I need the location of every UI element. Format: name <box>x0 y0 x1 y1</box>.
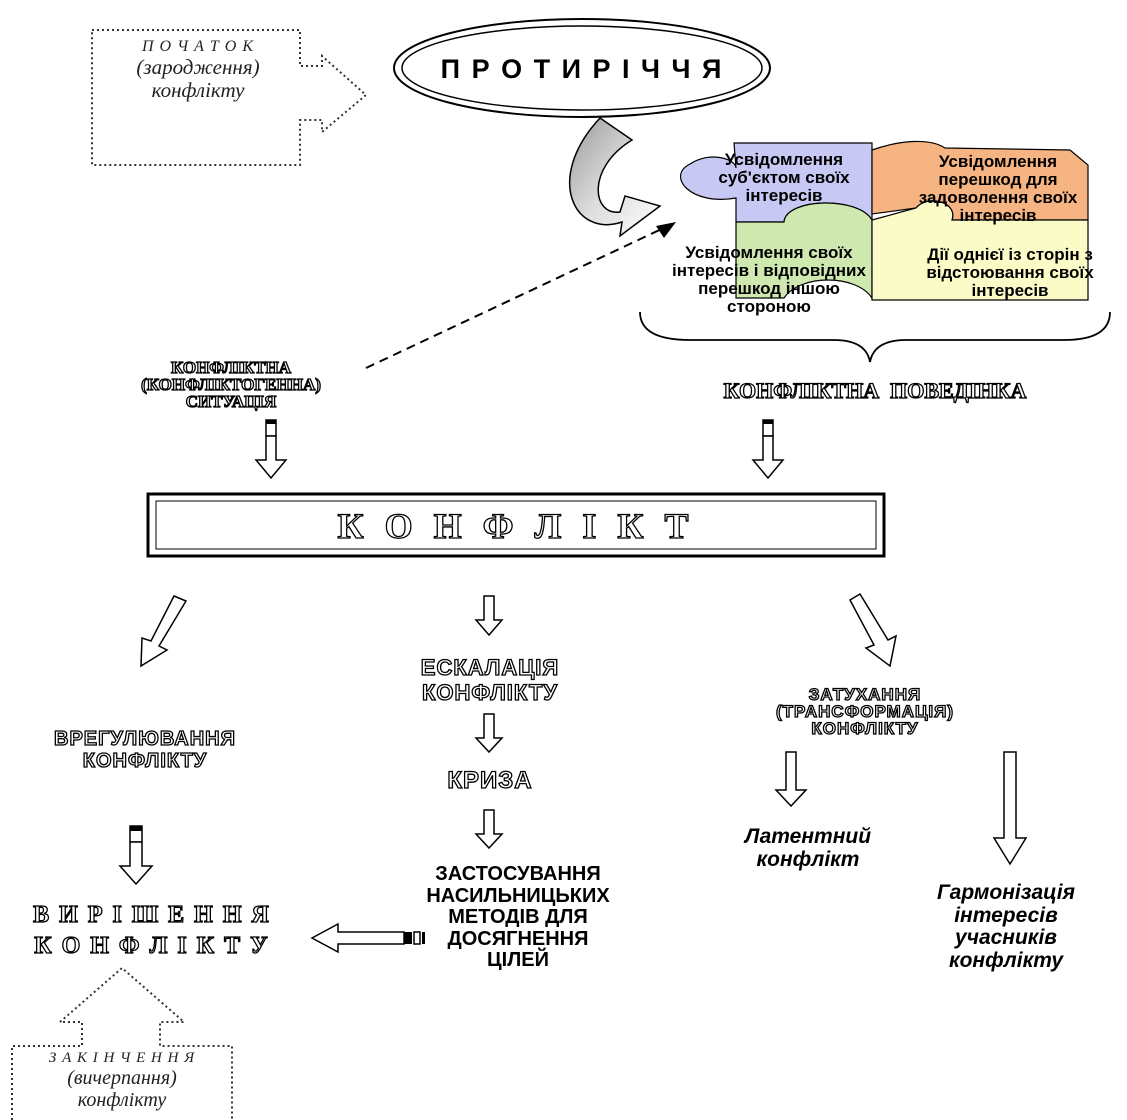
harmonization-line1: Гармонізація <box>937 881 1075 904</box>
conflict-box-inner <box>155 500 877 550</box>
violence-line2: НАСИЛЬНИЦЬКИХ <box>426 884 610 907</box>
dashed-arrow-head <box>656 222 676 238</box>
curved-arrow <box>568 117 662 238</box>
arrow-violence-to-resolution <box>310 922 425 954</box>
harmonization-line3: учасників <box>955 926 1057 950</box>
puzzle-text-1: Усвідомлення суб'єктом своїх інтересів <box>718 150 850 205</box>
arrow-to-latent <box>774 751 808 808</box>
contradiction-ellipse-inner <box>401 25 763 111</box>
resolution-line1: В И Р І Ш Е Н Н Я <box>32 901 271 928</box>
conflict-box-outer <box>146 492 886 558</box>
conflict-situation-line2: (КОНФЛІКТОГЕННА) <box>140 375 321 394</box>
arrow-to-settlement <box>140 595 188 668</box>
end-label-line1: З А К І Н Ч Е Н Н Я <box>48 1050 196 1066</box>
harmonization-line4: конфлікту <box>948 949 1064 973</box>
arrow-to-escalation <box>474 595 504 637</box>
settlement-label: ВРЕГУЛЮВАННЯ КОНФЛІКТУ <box>10 727 280 773</box>
conflict-behavior-label: КОНФЛІКТНА ПОВЕДІНКА <box>723 378 1027 404</box>
end-label-line3: конфлікту <box>77 1088 167 1111</box>
puzzle-text-4: Дії однієї із сторін з відстоювання свої… <box>926 245 1094 300</box>
puzzle-text-2: Усвідомлення перешкод для задоволення св… <box>918 152 1078 225</box>
end-label: З А К І Н Ч Е Н Н Я (вичерпання) конфлік… <box>16 1050 228 1111</box>
violence-line3: МЕТОДІВ ДЛЯ <box>448 906 588 929</box>
crisis-label: КРИЗА <box>447 766 533 794</box>
fading-label: ЗАТУХАННЯ (ТРАНСФОРМАЦІЯ) КОНФЛІКТУ <box>720 685 1010 738</box>
violence-line1: ЗАСТОСУВАННЯ <box>435 863 601 885</box>
start-label-line1: П О Ч А Т О К <box>142 38 254 55</box>
violence-line4: ДОСЯГНЕННЯ <box>447 927 589 950</box>
start-label-line3: конфлікту <box>151 78 245 103</box>
arrow-to-violence <box>474 809 504 850</box>
contradiction-label: П Р О Т И Р І Ч Ч Я <box>440 54 724 84</box>
down-arrow-behavior <box>751 419 785 480</box>
fading-line1: ЗАТУХАННЯ <box>808 685 922 704</box>
violence-label: ЗАСТОСУВАННЯ НАСИЛЬНИЦЬКИХ МЕТОДІВ ДЛЯ Д… <box>398 863 638 972</box>
latent-line1: Латентний <box>744 825 872 848</box>
down-arrow-situation <box>254 419 288 480</box>
arrow-to-crisis <box>474 713 504 754</box>
start-label: П О Ч А Т О К (зародження) конфлікту <box>100 38 296 103</box>
violence-line5: ЦІЛЕЙ <box>487 949 549 972</box>
escalation-line2: КОНФЛІКТУ <box>421 679 558 705</box>
end-label-line2: (вичерпання) <box>67 1066 177 1089</box>
resolution-line2: К О Н Ф Л І К Т У <box>34 933 270 960</box>
resolution-label: В И Р І Ш Е Н Н Я К О Н Ф Л І К Т У <box>4 900 300 962</box>
harmonization-label: Гармонізація інтересів учасників конфлік… <box>896 881 1116 973</box>
escalation-line1: ЕСКАЛАЦІЯ <box>420 655 560 681</box>
fading-line2: (ТРАНСФОРМАЦІЯ) <box>775 702 955 721</box>
conflict-situation-line3: СИТУАЦІЯ <box>185 392 277 411</box>
latent-label: Латентний конфлікт <box>708 825 908 871</box>
settlement-line2: КОНФЛІКТУ <box>82 750 208 773</box>
harmonization-line2: інтересів <box>954 903 1058 927</box>
conflict-situation-line1: КОНФЛІКТНА <box>170 358 292 377</box>
conflict-situation-label: КОНФЛІКТНА (КОНФЛІКТОГЕННА) СИТУАЦІЯ <box>36 358 426 411</box>
arrow-to-fading <box>849 592 898 668</box>
start-label-line2: (зародження) <box>136 54 260 79</box>
contradiction-ellipse-outer <box>393 18 771 118</box>
end-callout-shape <box>11 966 233 1120</box>
curly-brace <box>639 311 1111 363</box>
settlement-line1: ВРЕГУЛЮВАННЯ <box>53 727 236 750</box>
escalation-label: ЕСКАЛАЦІЯ КОНФЛІКТУ <box>370 655 610 705</box>
dashed-arrow-line <box>365 225 669 369</box>
arrow-to-harmonization <box>992 751 1028 866</box>
start-callout-shape <box>91 29 368 166</box>
fading-line3: КОНФЛІКТУ <box>811 719 919 738</box>
conflict-label: К О Н Ф Л І К Т <box>337 505 695 546</box>
arrow-settlement-to-resolution <box>118 825 154 886</box>
puzzle-text-3: Усвідомлення своїх інтересів і відповідн… <box>672 243 866 316</box>
puzzle-piece-4 <box>871 200 1089 301</box>
latent-line2: конфлікт <box>756 847 860 871</box>
